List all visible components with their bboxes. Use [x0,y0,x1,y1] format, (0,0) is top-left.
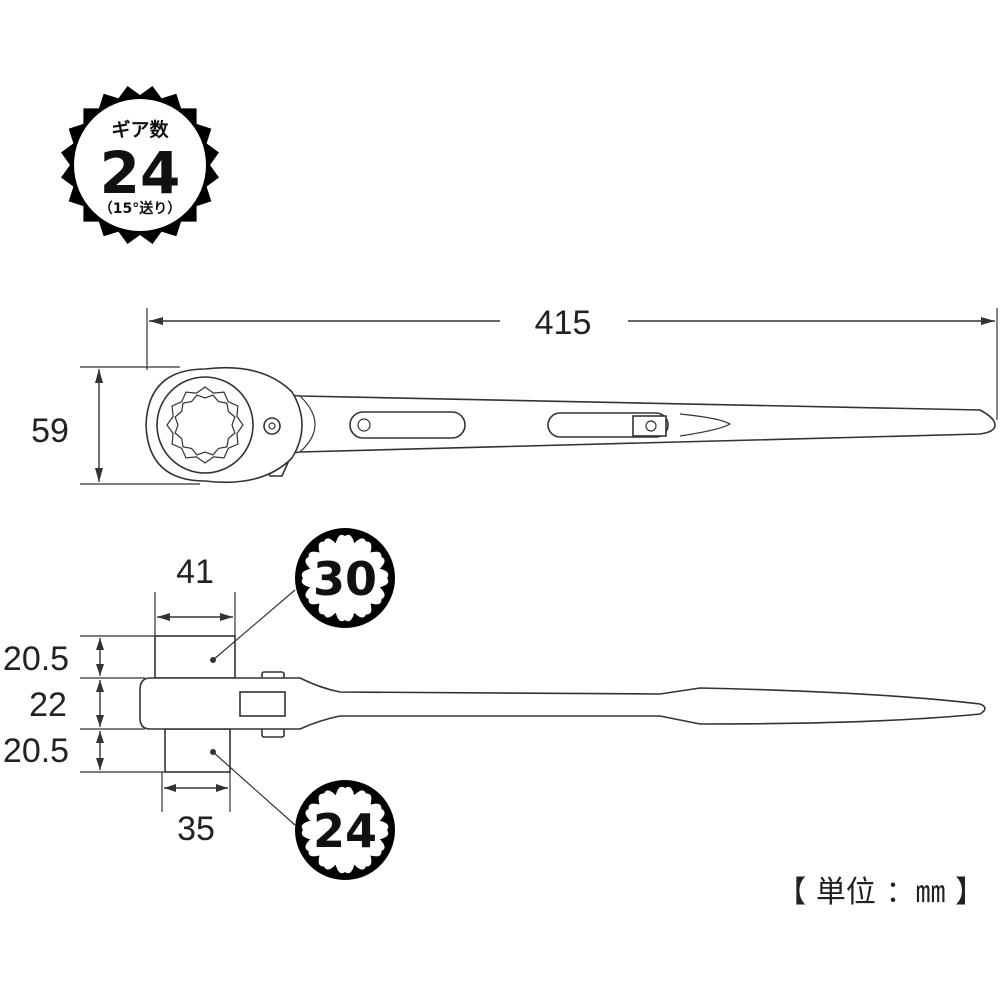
unit-label: 【 単位 ：㎜ 】 [776,875,985,910]
slot-1-pin [357,418,371,432]
socket-small-length-dimension: 35 [161,772,231,848]
taper-mark [679,413,732,437]
badge-inner-circle [74,99,206,231]
head-pin [263,417,281,435]
arrow-down-icon [96,715,104,727]
arrow-right-icon [216,784,228,792]
socket-large-length-value: 41 [176,553,214,591]
side-thickness-dimensions: 20.5 22 20.5 [3,635,165,773]
socket-large-length-dimension: 41 [154,553,236,636]
arrow-down-icon [95,468,103,482]
gear-badge-label: ギア数 [111,118,169,141]
arrow-up-icon [96,731,104,743]
arrow-left-icon [157,613,170,621]
arrow-up-icon [96,638,104,650]
arrow-down-icon [96,664,104,676]
twelve-point-bore-inner [174,394,236,456]
arrow-left-icon [149,317,163,325]
socket-small-length-value: 35 [177,810,215,848]
arrow-right-icon [220,613,233,621]
overall-length-value: 415 [535,304,592,342]
leader-line-small [212,751,296,826]
handle-slot-1 [349,411,466,439]
gear-badge-note: （15°送り） [99,200,181,217]
gear-count-badge: ギア数 24 （15°送り） [61,86,219,244]
arrow-down-icon [96,758,104,770]
head-pin-center [268,422,276,430]
arrow-up-icon [95,369,103,383]
arrow-up-icon [96,680,104,692]
socket-large-size: 30 [313,552,377,606]
body-thickness-value: 22 [29,686,67,724]
socket-large-offset-value: 20.5 [3,640,69,678]
twelve-point-outline [301,786,389,874]
slot-2-pin [645,420,657,432]
wrench-top-view [145,366,996,484]
twelve-point-outline [301,534,389,622]
wrench-side-view [139,589,986,826]
socket-small-offset-value: 20.5 [3,732,69,770]
arrow-left-icon [164,784,176,792]
gear-badge-count: 24 [100,139,181,207]
neck-curve [299,395,316,453]
side-pawl-window [239,691,286,717]
side-handle-outline [139,677,986,730]
arrow-right-icon [981,317,995,325]
socket-small [164,728,231,773]
slot-2-block [632,415,667,437]
socket-small-size: 24 [313,804,377,858]
twelve-point-bore [166,386,244,464]
overall-length-dimension: 415 [146,304,998,420]
socket-size-badge-large: 30 [295,528,395,628]
socket-size-badge-small: 24 [295,780,395,880]
head-inner-ring [156,376,254,474]
socket-large [154,635,236,679]
head-height-dimension: 59 [31,366,200,485]
head-height-value: 59 [31,412,69,450]
leader-line-large [212,589,296,661]
